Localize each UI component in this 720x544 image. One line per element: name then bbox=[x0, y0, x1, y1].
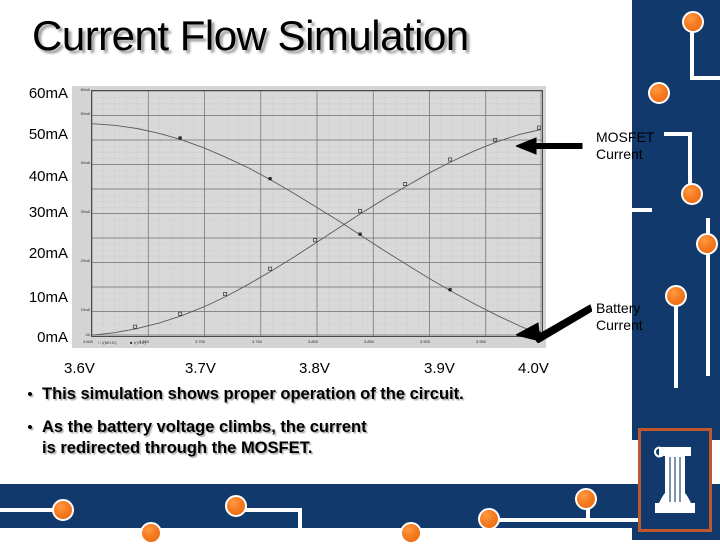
circuit-trace bbox=[674, 290, 678, 388]
circuit-trace bbox=[0, 508, 62, 512]
circuit-trace bbox=[632, 208, 652, 212]
simulation-chart: 60mA 50mA 40mA 30mA 20mA 10mA 0A 3.600 3… bbox=[72, 86, 546, 348]
inner-y-tick: 40mA bbox=[80, 161, 90, 165]
inner-y-tick: 20mA bbox=[80, 259, 90, 263]
bullet-text: As the battery voltage climbs, the curre… bbox=[42, 418, 367, 457]
x-axis-tick-label: 4.0V bbox=[518, 360, 549, 377]
band-notch bbox=[0, 528, 632, 540]
circuit-trace bbox=[690, 76, 720, 80]
x-axis-tick-label: 3.6V bbox=[64, 360, 95, 377]
circuit-node-dot bbox=[478, 508, 500, 530]
inner-x-tick: 3.950 bbox=[476, 339, 487, 344]
y-axis-tick-label: 0mA bbox=[37, 329, 68, 346]
decorative-circuit-panel-right bbox=[632, 0, 720, 440]
inner-y-tick: 50mA bbox=[80, 112, 90, 116]
circuit-trace bbox=[664, 132, 692, 136]
circuit-trace bbox=[298, 508, 302, 534]
mosfet-current-annotation: MOSFET Current bbox=[596, 129, 654, 163]
y-axis-tick-label: 40mA bbox=[28, 168, 68, 185]
legend-entry-battery: ■ I(V12) bbox=[129, 340, 147, 345]
circuit-node-dot bbox=[681, 183, 703, 205]
annotation-line: Battery bbox=[596, 300, 641, 316]
series-battery-current bbox=[92, 123, 542, 336]
circuit-trace bbox=[690, 22, 694, 80]
circuit-node-dot bbox=[225, 495, 247, 517]
y-axis-label-group: 60mA 50mA 40mA 30mA 20mA 10mA 0mA bbox=[0, 0, 68, 540]
series-mosfet-markers bbox=[133, 125, 542, 329]
x-axis-tick-label: 3.9V bbox=[424, 360, 455, 377]
inner-x-tick: 3.800 bbox=[308, 339, 319, 344]
inner-y-tick: 30mA bbox=[80, 210, 90, 214]
inner-x-tick: 3.750 bbox=[252, 339, 263, 344]
chart-legend: □ I(M0:D) ■ I(V12) bbox=[98, 340, 158, 345]
circuit-node-dot bbox=[575, 488, 597, 510]
bullet-list: • This simulation shows proper operation… bbox=[18, 384, 578, 470]
annotation-line: Current bbox=[596, 146, 643, 162]
circuit-node-dot bbox=[52, 499, 74, 521]
x-axis-tick-label: 3.7V bbox=[185, 360, 216, 377]
battery-current-arrow bbox=[516, 304, 592, 343]
circuit-trace bbox=[706, 218, 710, 376]
inner-x-tick: 3.650 bbox=[139, 339, 150, 344]
circuit-trace bbox=[688, 132, 692, 188]
y-axis-tick-label: 60mA bbox=[28, 85, 68, 102]
y-axis-tick-label: 20mA bbox=[28, 245, 68, 262]
inner-x-tick: 3.850 bbox=[364, 339, 375, 344]
inner-x-tick: 3.700 bbox=[195, 339, 206, 344]
inner-x-tick: 3.600 bbox=[83, 339, 94, 344]
bullet-text: This simulation shows proper operation o… bbox=[42, 385, 464, 403]
bullet-marker: • bbox=[27, 419, 33, 436]
circuit-node-dot bbox=[682, 11, 704, 33]
bullet-marker: • bbox=[27, 386, 33, 403]
circuit-node-dot bbox=[400, 522, 422, 544]
inner-y-tick: 10mA bbox=[80, 308, 90, 312]
annotation-line: MOSFET bbox=[596, 129, 655, 145]
circuit-node-dot bbox=[140, 522, 162, 544]
list-item: • This simulation shows proper operation… bbox=[18, 384, 578, 406]
legend-label: I(M0:D) bbox=[101, 340, 117, 345]
university-logo bbox=[638, 428, 712, 532]
legend-label: I(V12) bbox=[133, 340, 147, 345]
legend-entry-mosfet: □ I(M0:D) bbox=[98, 340, 117, 345]
decorative-circuit-panel-bottom bbox=[0, 484, 720, 544]
plot-area bbox=[91, 90, 543, 337]
x-axis-tick-label: 3.8V bbox=[299, 360, 330, 377]
circuit-node-dot bbox=[696, 233, 718, 255]
mosfet-current-arrow bbox=[516, 137, 583, 155]
battery-current-annotation: Battery Current bbox=[596, 300, 643, 334]
circuit-trace bbox=[586, 498, 590, 522]
page-title: Current Flow Simulation bbox=[32, 12, 469, 59]
circuit-trace bbox=[492, 518, 672, 522]
list-item: • As the battery voltage climbs, the cur… bbox=[18, 417, 578, 459]
y-axis-tick-label: 30mA bbox=[28, 204, 68, 221]
block-i-column-icon bbox=[654, 446, 695, 513]
inner-y-tick: 0A bbox=[85, 333, 90, 337]
inner-x-tick: 3.900 bbox=[420, 339, 431, 344]
circuit-trace bbox=[238, 508, 302, 512]
circuit-node-dot bbox=[665, 285, 687, 307]
y-axis-tick-label: 50mA bbox=[28, 126, 68, 143]
inner-y-tick: 60mA bbox=[80, 88, 90, 92]
plot-svg bbox=[92, 91, 542, 336]
annotation-line: Current bbox=[596, 317, 643, 333]
circuit-node-dot bbox=[648, 82, 670, 104]
y-axis-tick-label: 10mA bbox=[28, 289, 68, 306]
